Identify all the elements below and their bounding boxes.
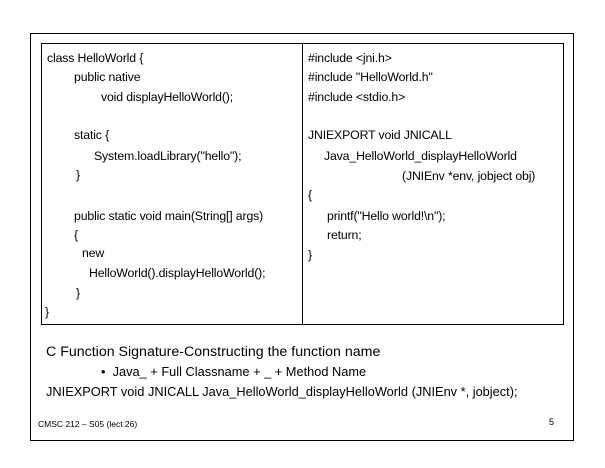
java-code-line: HelloWorld().displayHelloWorld(); — [89, 266, 266, 280]
slide-frame — [30, 33, 574, 441]
java-code-line: { — [74, 228, 78, 242]
c-code-line: } — [308, 248, 312, 262]
java-code-line: public static void main(String[] args) — [74, 209, 264, 223]
page-number: 5 — [549, 417, 555, 427]
c-code-line: (JNIEnv *env, jobject obj) — [402, 169, 536, 183]
bullet-item: • Java_ + Full Classname + _ + Method Na… — [101, 364, 367, 379]
footer-course: CMSC 212 – S05 (lect 26) — [38, 419, 138, 429]
java-code-line: } — [76, 168, 80, 182]
column-divider — [302, 43, 303, 325]
c-code-line: printf("Hello world!\n"); — [327, 209, 446, 223]
java-code-line: } — [45, 305, 49, 319]
c-code-line: { — [308, 188, 312, 202]
java-code-line: } — [76, 286, 80, 300]
c-code-line: Java_HelloWorld_displayHelloWorld — [324, 149, 517, 163]
c-code-line: #include "HelloWorld.h" — [308, 70, 433, 84]
c-code-line: return; — [327, 228, 362, 242]
java-code-line: static { — [74, 128, 110, 142]
section-heading: C Function Signature-Constructing the fu… — [46, 344, 381, 360]
c-code-line: JNIEXPORT void JNICALL — [308, 128, 452, 142]
java-code-line: public native — [74, 70, 141, 84]
c-code-line: #include <stdio.h> — [308, 90, 406, 104]
c-code-line: #include <jni.h> — [308, 51, 392, 65]
java-code-line: void displayHelloWorld(); — [101, 90, 234, 104]
java-code-line: class HelloWorld { — [47, 51, 144, 65]
java-code-line: System.loadLibrary("hello"); — [94, 149, 242, 163]
java-code-line: new — [82, 246, 105, 260]
signature-line: JNIEXPORT void JNICALL Java_HelloWorld_d… — [46, 384, 518, 399]
